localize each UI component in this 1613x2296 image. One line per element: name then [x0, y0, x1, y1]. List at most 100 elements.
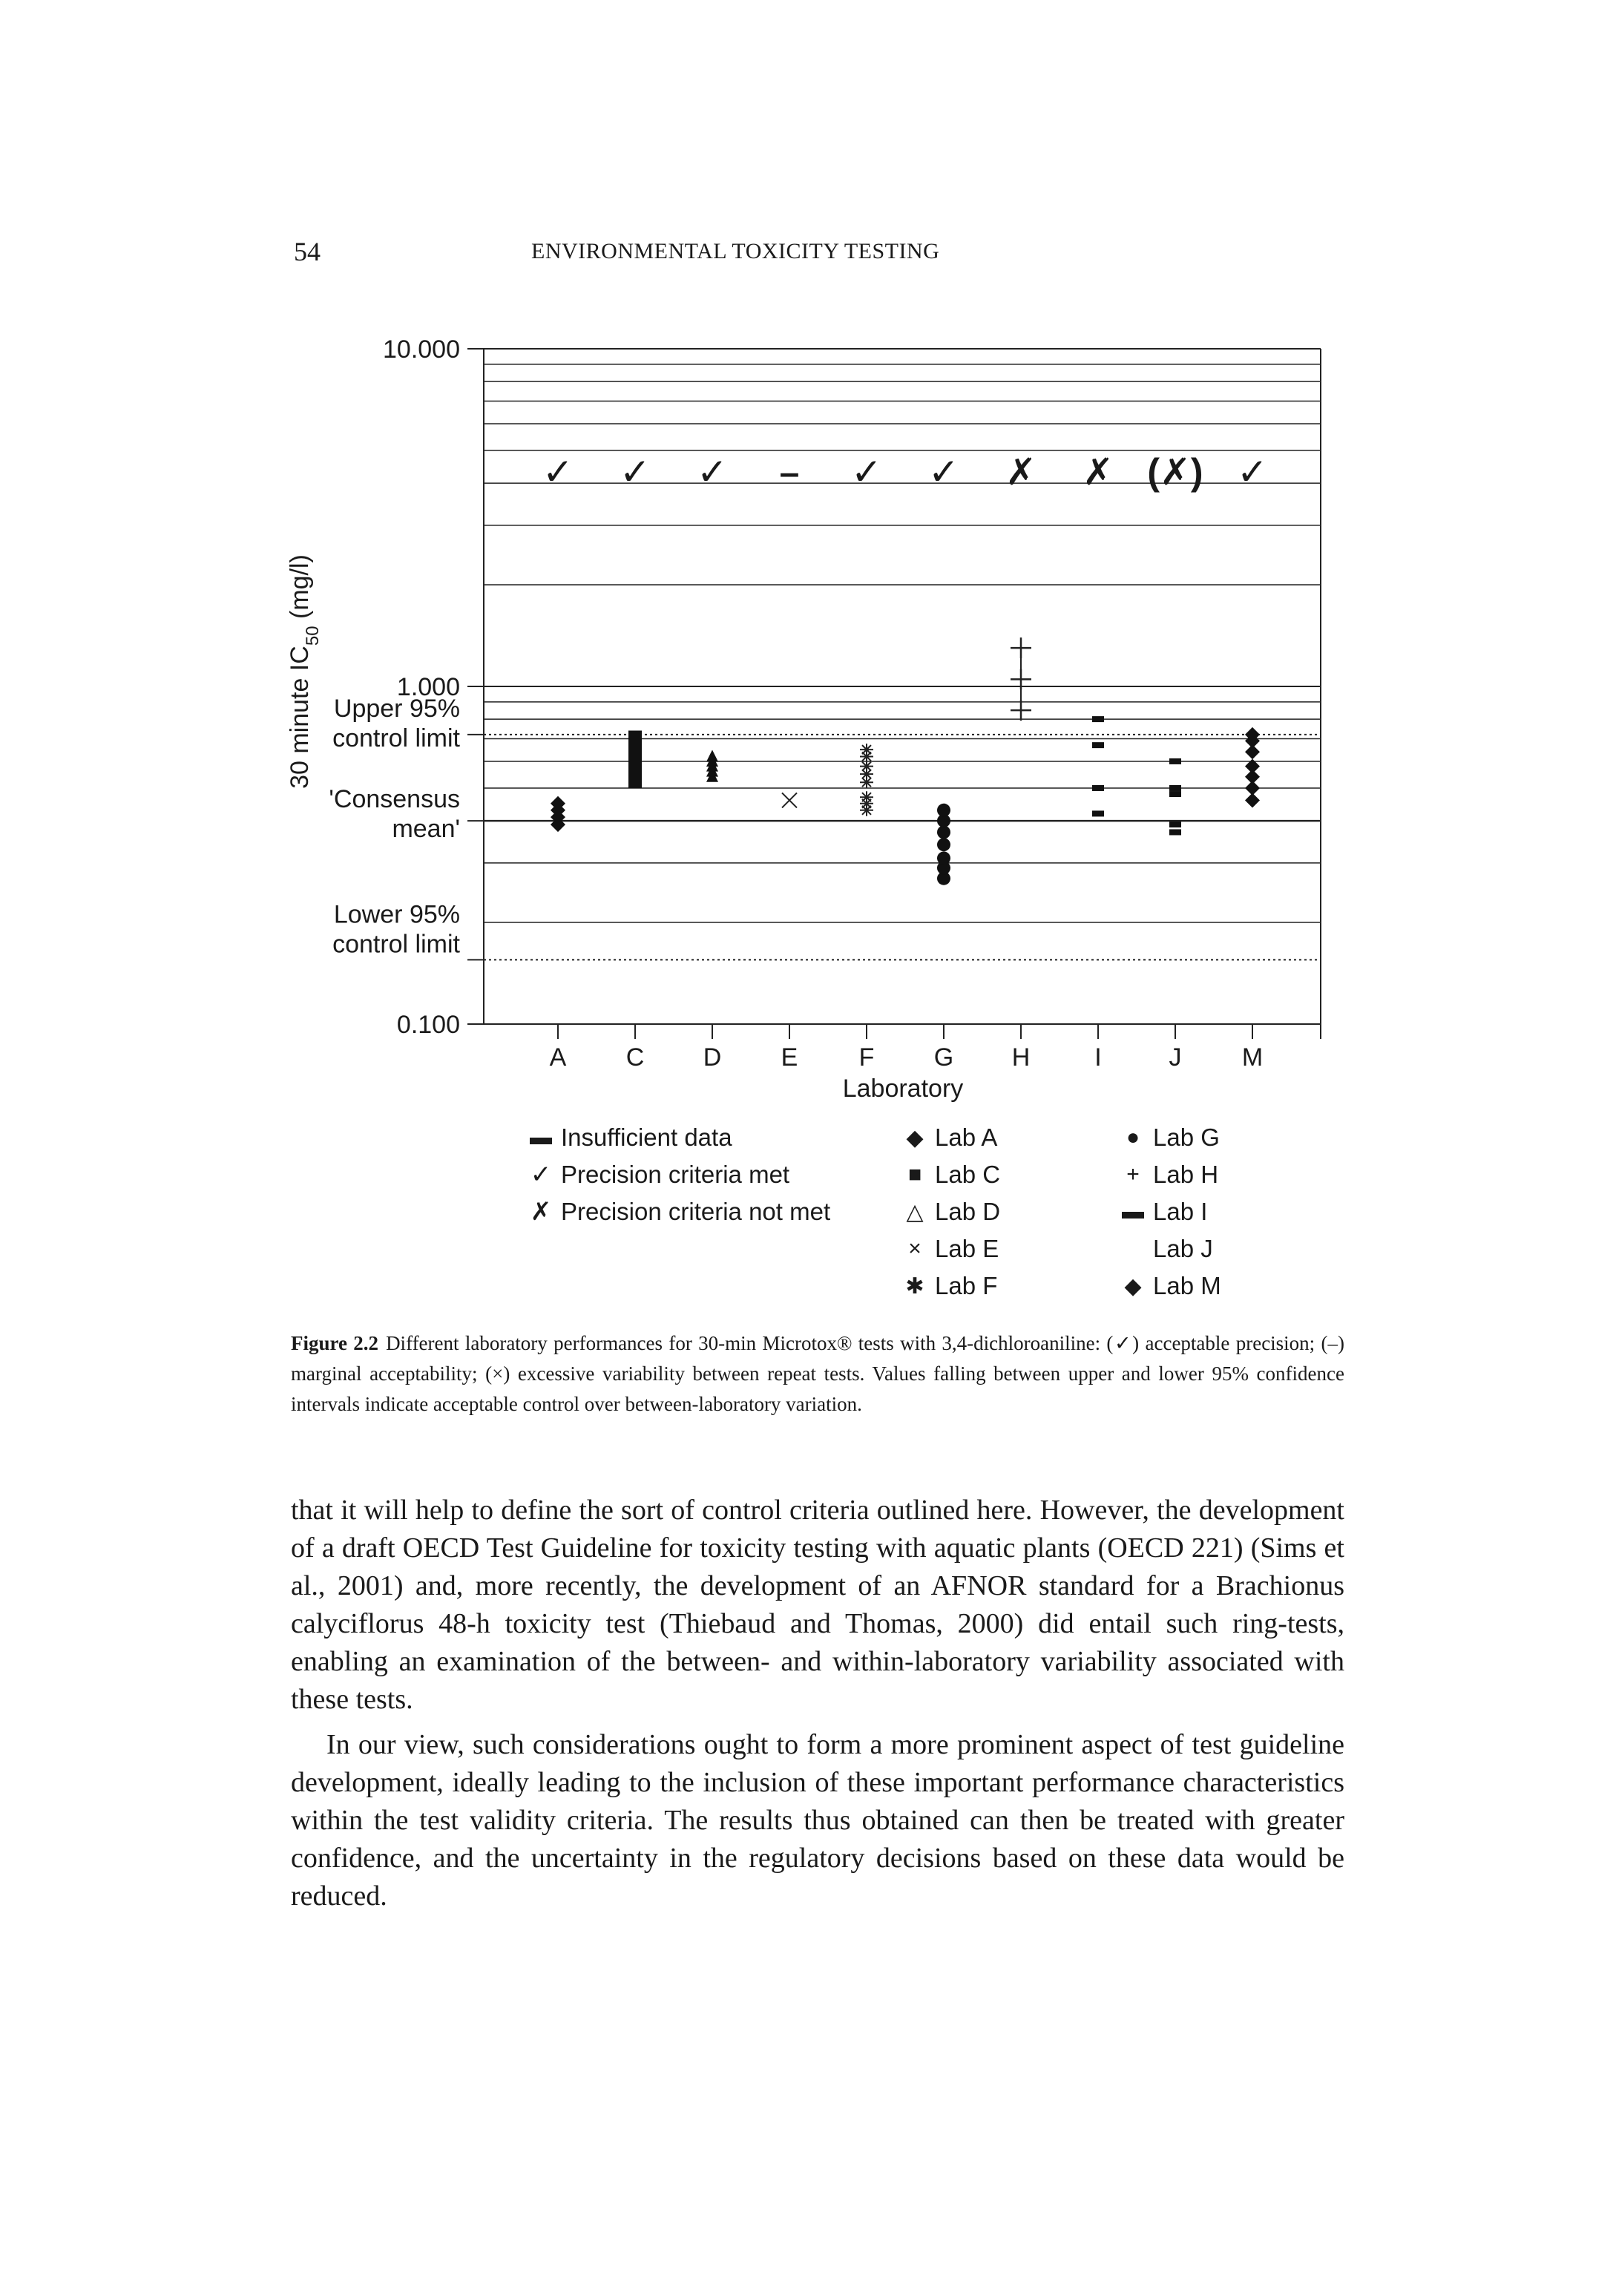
x-tick-label: I: [1094, 1043, 1101, 1072]
data-point: [781, 792, 798, 809]
reference-label-line: mean': [392, 815, 460, 843]
legend-symbol: ×: [908, 1236, 922, 1261]
status-mark: ✓: [1237, 451, 1268, 493]
legend-labs-column-1: ◆ Lab A ■ Lab C △ Lab D × Lab E ✱Lab F: [901, 1119, 1000, 1305]
legend-symbol: ●: [1126, 1125, 1140, 1149]
figure-caption-text: Different laboratory performances for 30…: [291, 1332, 1344, 1415]
x-tick-label: A: [550, 1043, 567, 1072]
data-point: [1011, 637, 1031, 659]
x-tick-label: E: [781, 1043, 798, 1072]
legend-symbol: ◆: [1124, 1273, 1142, 1299]
legend-item: ✱Lab F: [901, 1267, 1000, 1305]
x-tick-label: G: [934, 1043, 953, 1072]
x-tick-label: D: [703, 1043, 722, 1072]
data-point: [1245, 744, 1260, 760]
y-axis-title-part: (mg/l): [286, 554, 314, 626]
reference-label-line: Lower 95%: [334, 900, 460, 928]
status-mark: ✓: [697, 451, 728, 493]
status-mark: ✓: [851, 451, 882, 493]
legend-symbol: ▬: [1122, 1199, 1144, 1224]
legend-label: Lab F: [935, 1272, 998, 1299]
data-point: [1011, 669, 1031, 690]
legend-symbol: ✓: [530, 1161, 552, 1189]
data-point: [1245, 733, 1260, 749]
y-tick-label: 1.000: [397, 673, 460, 701]
paragraph: that it will help to define the sort of …: [291, 1495, 1344, 1715]
legend-label: Lab E: [935, 1235, 999, 1262]
data-point: [860, 776, 873, 789]
data-point: [1092, 810, 1104, 817]
legend-item: Lab J: [1119, 1230, 1221, 1267]
legend-label: Precision criteria met: [561, 1161, 790, 1188]
data-point: [1092, 742, 1104, 749]
data-point: [1245, 769, 1260, 784]
legend-item: ◆ Lab A: [901, 1119, 1000, 1156]
y-axis-title-part: 30 minute IC: [286, 646, 314, 789]
legend-label: Lab I: [1153, 1198, 1208, 1225]
legend-item: △ Lab D: [901, 1193, 1000, 1230]
legend-label: Lab C: [935, 1161, 1001, 1188]
legend-label: Lab J: [1153, 1235, 1213, 1262]
status-mark: ✓: [928, 451, 959, 493]
data-point: [551, 817, 565, 833]
status-mark: –: [780, 453, 800, 493]
legend-labs-column-2: ● Lab G +Lab H ▬ Lab I Lab J ◆Lab M: [1119, 1119, 1221, 1305]
legend-symbol: ✗: [530, 1198, 552, 1226]
data-point: [860, 797, 873, 810]
reference-label: Upper 95%control limit: [332, 695, 460, 752]
page-header: 54 ENVIRONMENTAL TOXICITY TESTING: [294, 236, 1333, 273]
legend-symbol: +: [1126, 1162, 1140, 1187]
x-tick-label: M: [1242, 1043, 1263, 1072]
data-point: [1169, 829, 1181, 836]
legend-symbol: ◆: [906, 1125, 924, 1150]
legend-item: ▬ Lab I: [1119, 1193, 1221, 1230]
legend-item: +Lab H: [1119, 1156, 1221, 1193]
legend-label: Lab G: [1153, 1124, 1220, 1151]
reference-label-line: control limit: [332, 930, 460, 958]
status-mark: ✓: [542, 451, 574, 493]
legend-symbol: △: [906, 1199, 924, 1224]
data-point: [1092, 716, 1104, 723]
legend-item: × Lab E: [901, 1230, 1000, 1267]
data-point: [937, 814, 950, 828]
legend-item: ✓ Precision criteria met: [527, 1156, 830, 1193]
grid-lines: [484, 364, 1321, 923]
status-marks: ✓✓✓–✓✓✗✗(✗)✓: [542, 451, 1268, 493]
x-tick-label: J: [1169, 1043, 1182, 1072]
legend-label: Lab A: [935, 1124, 998, 1151]
x-tick-label: H: [1012, 1043, 1031, 1072]
reference-label-line: 'Consensus: [329, 785, 460, 813]
y-tick-label: 0.100: [397, 1011, 460, 1039]
legend-item: ✗Precision criteria not met: [527, 1193, 830, 1230]
legend-label: Lab D: [935, 1198, 1001, 1225]
data-point: [706, 750, 718, 762]
data-point: [860, 791, 873, 804]
data-point: [937, 803, 950, 817]
data-point: [1011, 700, 1031, 721]
status-mark: ✓: [620, 451, 651, 493]
reference-label: Lower 95%control limit: [332, 900, 460, 958]
legend-item: ▬Insufficient data: [527, 1119, 830, 1156]
data-point: [1092, 784, 1104, 791]
plot-frame: [483, 348, 1321, 1039]
data-point: [860, 744, 873, 756]
legend-item: ◆Lab M: [1119, 1267, 1221, 1305]
y-axis-title-part: 50: [303, 626, 323, 646]
legend-symbol: ■: [907, 1162, 922, 1187]
paragraph: In our view, such considerations ought t…: [291, 1729, 1344, 1912]
y-axis-title: 30 minute IC50 (mg/l): [286, 554, 323, 789]
data-point: [1169, 758, 1181, 764]
data-point: [860, 768, 873, 781]
figure-label: Figure 2.2: [291, 1332, 379, 1354]
status-mark: ✗: [1083, 451, 1114, 493]
reference-label-line: control limit: [332, 724, 460, 752]
data-point: [937, 851, 950, 865]
data-point: [860, 750, 873, 763]
data-point: [860, 760, 873, 773]
